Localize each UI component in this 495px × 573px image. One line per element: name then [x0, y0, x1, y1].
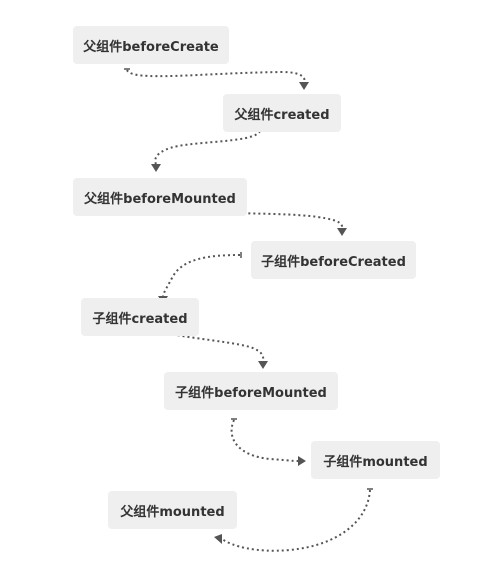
- node-child-created: 子组件created: [81, 298, 199, 336]
- connector-edge-2: [151, 130, 263, 172]
- connector-edge-1: [124, 68, 309, 90]
- connector-edge-7: [214, 488, 373, 552]
- node-label: 子组件beforeMounted: [175, 385, 327, 401]
- node-parent-mounted: 父组件mounted: [108, 491, 237, 529]
- node-parent-before-create: 父组件beforeCreate: [73, 26, 229, 64]
- node-child-before-created: 子组件beforeCreated: [251, 241, 416, 279]
- node-label: 父组件beforeMounted: [84, 191, 236, 207]
- node-child-mounted: 子组件mounted: [311, 441, 440, 479]
- node-label: 父组件mounted: [120, 504, 225, 520]
- node-label: 父组件beforeCreate: [83, 39, 219, 55]
- node-label: 父组件created: [234, 107, 330, 123]
- node-parent-created: 父组件created: [223, 94, 341, 132]
- node-label: 子组件created: [92, 311, 188, 327]
- connector-edge-4: [158, 252, 242, 304]
- connector-edge-6: [230, 418, 306, 466]
- node-label: 子组件mounted: [323, 454, 428, 470]
- node-label: 子组件beforeCreated: [261, 254, 406, 270]
- node-parent-before-mounted: 父组件beforeMounted: [73, 178, 247, 216]
- node-child-before-mounted: 子组件beforeMounted: [164, 372, 338, 410]
